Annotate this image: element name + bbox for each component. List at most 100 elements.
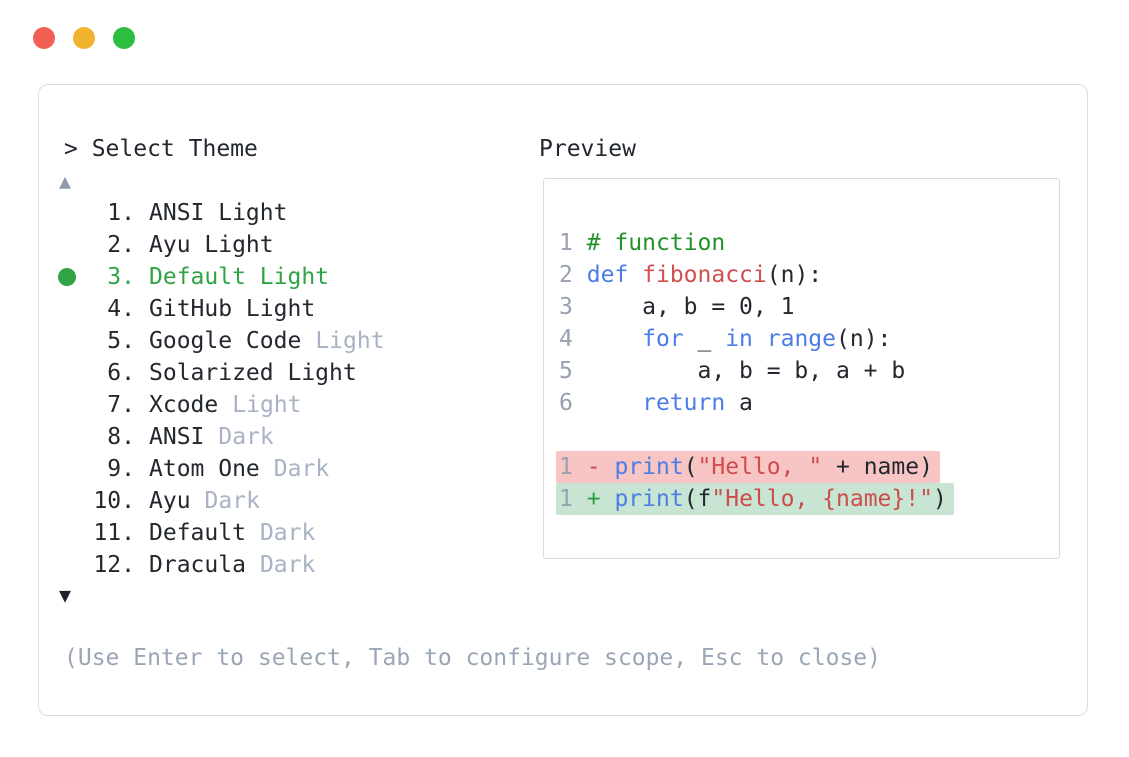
theme-list-item-3[interactable]: 3.Default Light: [39, 261, 509, 293]
theme-item-number: 11.: [93, 520, 135, 546]
line-content: 1 # function: [559, 227, 725, 259]
code-line: 6 return a: [559, 387, 954, 419]
diff-line-removed: 1 - print("Hello, " + name): [556, 451, 954, 483]
theme-item-variant-suffix: Light: [232, 392, 302, 418]
theme-item-label: ANSI Light: [149, 200, 288, 226]
help-text: (Use Enter to select, Tab to configure s…: [64, 645, 881, 671]
bullet-placeholder: [58, 332, 76, 350]
token-plain: a, b = 0, 1: [586, 294, 795, 320]
blank-line: [559, 419, 954, 451]
code-line: 3 a, b = 0, 1: [559, 291, 954, 323]
token-keyword: range: [766, 326, 837, 352]
line-number: 1: [559, 230, 573, 256]
theme-item-variant-suffix: Light: [315, 328, 385, 354]
theme-list-item-10[interactable]: 10. Ayu Dark: [39, 485, 509, 517]
token-keyword: in: [725, 326, 753, 352]
theme-item-label: Ayu: [149, 488, 191, 514]
token-keyword: return: [642, 390, 726, 416]
minimize-window-button[interactable]: [73, 27, 95, 49]
close-window-button[interactable]: [33, 27, 55, 49]
theme-item-label: Ayu Light: [149, 232, 274, 258]
line-content: 2 def fibonacci(n):: [559, 259, 822, 291]
token-plain: [587, 390, 642, 416]
selected-theme-dot-icon: [58, 268, 76, 286]
line-number: 1: [559, 454, 573, 480]
line-content: 1 + print(f"Hello, {name}!"): [556, 483, 954, 515]
token-plain: (: [683, 454, 698, 480]
token-comment: # function: [586, 230, 726, 256]
token-plain: [587, 326, 642, 352]
theme-item-number: 6.: [107, 360, 135, 386]
theme-list-item-8[interactable]: 8. ANSI Dark: [39, 421, 509, 453]
theme-item-number: 2.: [107, 232, 135, 258]
scroll-down-icon[interactable]: ▼: [59, 583, 72, 607]
scroll-up-icon[interactable]: ▲: [59, 169, 72, 193]
preview-title: Preview: [539, 136, 636, 162]
code-line: 5 a, b = b, a + b: [559, 355, 954, 387]
theme-list-item-6[interactable]: 6. Solarized Light: [39, 357, 509, 389]
bullet-placeholder: [58, 428, 76, 446]
theme-list-item-11[interactable]: 11. Default Dark: [39, 517, 509, 549]
token-string: "Hello, {name}!": [711, 486, 933, 512]
theme-item-variant-suffix: Dark: [218, 424, 274, 450]
bullet-placeholder: [58, 556, 76, 574]
bullet-placeholder: [58, 204, 76, 222]
bullet-placeholder: [58, 460, 76, 478]
line-content: 5 a, b = b, a + b: [559, 355, 905, 387]
bullet-placeholder: [58, 492, 76, 510]
theme-list-item-4[interactable]: 4. GitHub Light: [39, 293, 509, 325]
line-number: 5: [559, 358, 573, 384]
theme-item-label: Atom One: [149, 456, 260, 482]
token-string: "Hello, ": [697, 454, 823, 480]
token-plain: ): [932, 486, 947, 512]
theme-list-item-1[interactable]: 1.ANSI Light: [39, 197, 509, 229]
theme-item-label: GitHub Light: [149, 296, 316, 322]
theme-item-label: Xcode: [149, 392, 219, 418]
theme-item-variant-suffix: Dark: [204, 488, 260, 514]
theme-item-number: 7.: [107, 392, 135, 418]
theme-item-number: 5.: [107, 328, 135, 354]
line-number: 2: [559, 262, 573, 288]
code-line: 2 def fibonacci(n):: [559, 259, 954, 291]
bullet-placeholder: [58, 300, 76, 318]
theme-item-label: Dracula: [149, 552, 246, 578]
token-keyword: def: [586, 262, 629, 288]
theme-item-label: ANSI: [149, 424, 205, 450]
theme-list-item-2[interactable]: 2. Ayu Light: [39, 229, 509, 261]
theme-item-label: Default: [149, 520, 246, 546]
theme-item-number: 10.: [93, 488, 135, 514]
theme-item-number: 4.: [107, 296, 135, 322]
theme-item-label: Solarized Light: [149, 360, 357, 386]
theme-item-variant-suffix: Dark: [259, 552, 316, 578]
code-line: 1 # function: [559, 227, 954, 259]
bullet-placeholder: [58, 364, 76, 382]
theme-item-variant-suffix: Dark: [273, 456, 330, 482]
theme-item-variant-suffix: Dark: [259, 520, 316, 546]
line-content: 6 return a: [559, 387, 753, 419]
bullet-placeholder: [58, 236, 76, 254]
token-plain: + name): [822, 454, 933, 480]
line-number: 3: [559, 294, 573, 320]
select-theme-title: > Select Theme: [64, 136, 258, 162]
theme-item-label: Default Light: [149, 264, 330, 290]
theme-item-number: 8.: [107, 424, 135, 450]
code-line: 4 for _ in range(n):: [559, 323, 954, 355]
token-keyword: for: [642, 326, 684, 352]
token-plain: a: [725, 390, 753, 416]
theme-selector-panel: > Select Theme Preview ▲ 1.ANSI Light 2. A…: [38, 84, 1088, 716]
diff-removed-sign: -: [586, 454, 601, 480]
token-function: fibonacci: [642, 262, 767, 288]
token-plain: (f: [683, 486, 712, 512]
theme-list-item-7[interactable]: 7. Xcode Light: [39, 389, 509, 421]
token-plain: (n):: [766, 262, 823, 288]
token-plain: (n):: [836, 326, 892, 352]
bullet-placeholder: [58, 396, 76, 414]
token-plain: _: [683, 326, 726, 352]
zoom-window-button[interactable]: [113, 27, 135, 49]
